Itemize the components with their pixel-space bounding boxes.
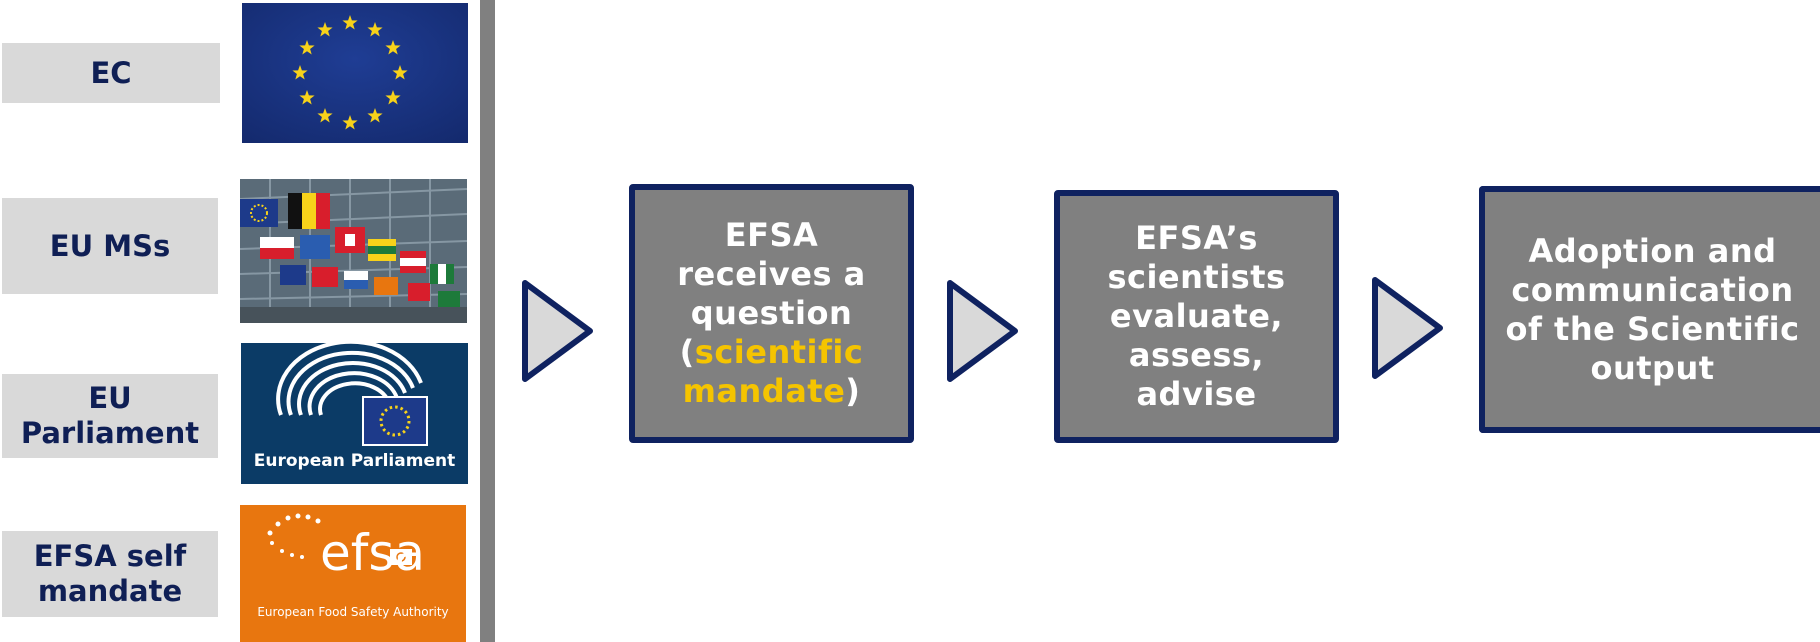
step1-line: (scientific bbox=[677, 333, 865, 372]
step-scientists-evaluate-box: EFSA’s scientists evaluate, assess, advi… bbox=[1054, 190, 1339, 443]
source-label-eu-mss: EU MSs bbox=[2, 198, 218, 294]
step2-line: EFSA’s bbox=[1135, 219, 1258, 257]
vertical-divider bbox=[480, 0, 495, 642]
efsa-subtitle: European Food Safety Authority bbox=[257, 605, 449, 619]
step1-line: receives a bbox=[677, 255, 866, 293]
step-adoption-communication-text: Adoption and communication of the Scient… bbox=[1505, 232, 1799, 388]
member-state-flags-photo bbox=[240, 179, 467, 323]
step2-line: scientists bbox=[1107, 258, 1286, 296]
step-receives-question-box: EFSA receives a question (scientific man… bbox=[629, 184, 914, 443]
efsa-logo: efsa European Food Safety Authority bbox=[240, 505, 466, 642]
european-parliament-logo-text: European Parliament bbox=[253, 451, 456, 471]
step-adoption-communication-box: Adoption and communication of the Scient… bbox=[1479, 186, 1820, 433]
step3-line: Adoption and bbox=[1528, 231, 1777, 270]
step1-line: mandate) bbox=[677, 372, 865, 411]
source-label-efsa-self-mandate-text: EFSA self mandate bbox=[33, 539, 187, 608]
step2-line: evaluate, bbox=[1109, 297, 1284, 335]
eu-flag-logo bbox=[242, 3, 468, 143]
efsa-wordmark: efsa bbox=[320, 524, 426, 582]
chevron-right-icon bbox=[947, 280, 1018, 382]
source-label-eu-mss-text: EU MSs bbox=[49, 228, 171, 263]
chevron-right-icon bbox=[522, 280, 593, 382]
source-label-ec-text: EC bbox=[90, 55, 132, 90]
step3-line: communication bbox=[1511, 270, 1794, 309]
chevron-right-icon bbox=[1372, 277, 1443, 379]
step3-line: of the Scientific bbox=[1505, 309, 1800, 348]
step1-line: EFSA bbox=[724, 216, 819, 254]
step1-line: question bbox=[690, 294, 853, 332]
step3-line: output bbox=[1590, 348, 1715, 387]
source-label-eu-parliament: EU Parliament bbox=[2, 374, 218, 458]
highlight-text: mandate bbox=[682, 372, 846, 410]
highlight-text: scientific bbox=[694, 333, 864, 371]
paren: ) bbox=[845, 372, 861, 410]
step-scientists-evaluate-text: EFSA’s scientists evaluate, assess, advi… bbox=[1107, 219, 1285, 414]
step-receives-question-text: EFSA receives a question (scientific man… bbox=[677, 216, 865, 411]
source-label-efsa-self-mandate: EFSA self mandate bbox=[2, 531, 218, 617]
source-label-ec: EC bbox=[2, 43, 220, 103]
step2-line: assess, bbox=[1128, 336, 1265, 374]
efsa-stars-arc bbox=[267, 513, 321, 559]
step2-line: advise bbox=[1136, 375, 1257, 413]
source-label-eu-parliament-text: EU Parliament bbox=[20, 381, 200, 450]
paren: ( bbox=[679, 333, 695, 371]
european-parliament-logo: European Parliament bbox=[241, 343, 468, 484]
